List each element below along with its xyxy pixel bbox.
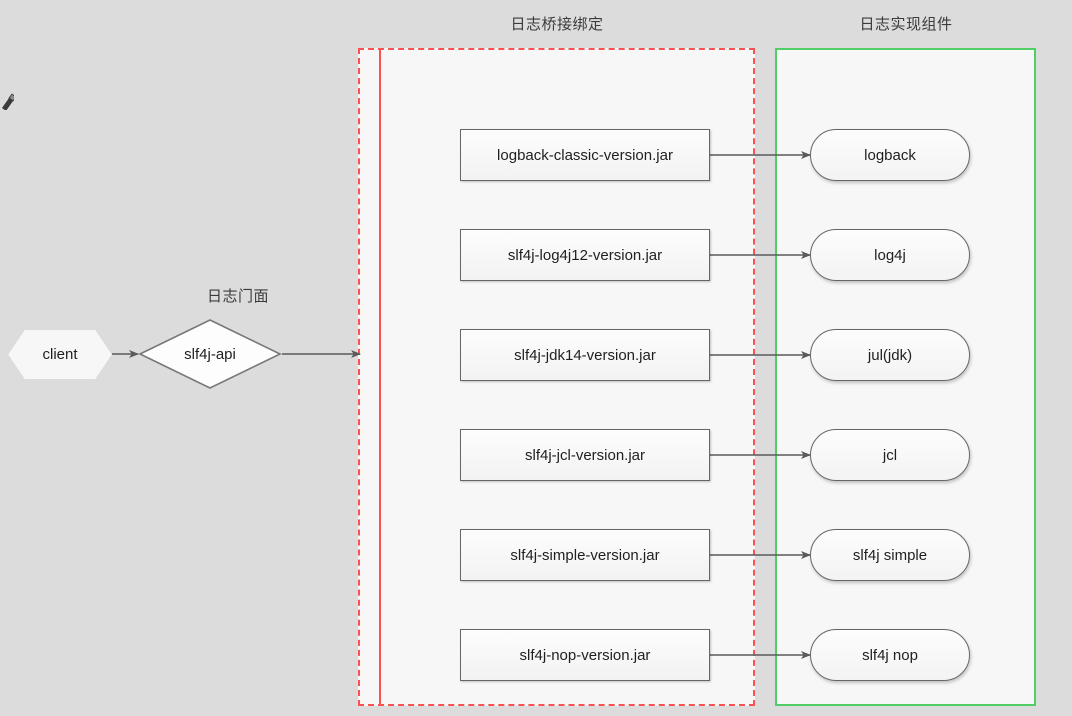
impl-pill[interactable]: logback [810,129,970,181]
slf4j-api-diamond-shape [138,319,282,389]
bridge-jar-box[interactable]: slf4j-jdk14-version.jar [460,329,710,381]
bridge-jar-box[interactable]: slf4j-nop-version.jar [460,629,710,681]
bridge-group-title: 日志桥接绑定 [510,16,604,33]
bridge-jar-label: slf4j-jcl-version.jar [524,446,646,464]
bridge-jar-box[interactable]: logback-classic-version.jar [460,129,710,181]
bridge-jar-box[interactable]: slf4j-log4j12-version.jar [460,229,710,281]
bridge-group-inner-rule [379,48,381,706]
impl-pill[interactable]: jcl [810,429,970,481]
bridge-jar-label: slf4j-simple-version.jar [510,546,660,564]
impl-group-title: 日志实现组件 [859,16,953,33]
bridge-jar-label: slf4j-log4j12-version.jar [507,246,663,264]
impl-pill-label: logback [864,146,916,164]
bridge-jar-label: slf4j-jdk14-version.jar [514,346,656,364]
slf4j-api-node[interactable]: slf4j-api [138,318,282,390]
impl-pill-label: log4j [874,246,906,264]
client-node[interactable]: client [8,330,112,379]
pen-cursor-icon [0,92,14,110]
impl-pill-label: jul(jdk) [867,346,913,364]
impl-pill[interactable]: slf4j nop [810,629,970,681]
impl-pill[interactable]: jul(jdk) [810,329,970,381]
bridge-jar-label: logback-classic-version.jar [497,146,673,164]
bridge-jar-box[interactable]: slf4j-simple-version.jar [460,529,710,581]
impl-pill[interactable]: log4j [810,229,970,281]
impl-pill[interactable]: slf4j simple [810,529,970,581]
facade-label: 日志门面 [206,288,269,305]
impl-pill-label: jcl [882,446,898,464]
client-node-label: client [42,346,78,363]
impl-pill-label: slf4j nop [862,646,918,664]
impl-pill-label: slf4j simple [852,546,928,564]
slf4j-api-node-label: slf4j-api [184,345,236,363]
bridge-jar-box[interactable]: slf4j-jcl-version.jar [460,429,710,481]
bridge-jar-label: slf4j-nop-version.jar [519,646,651,664]
